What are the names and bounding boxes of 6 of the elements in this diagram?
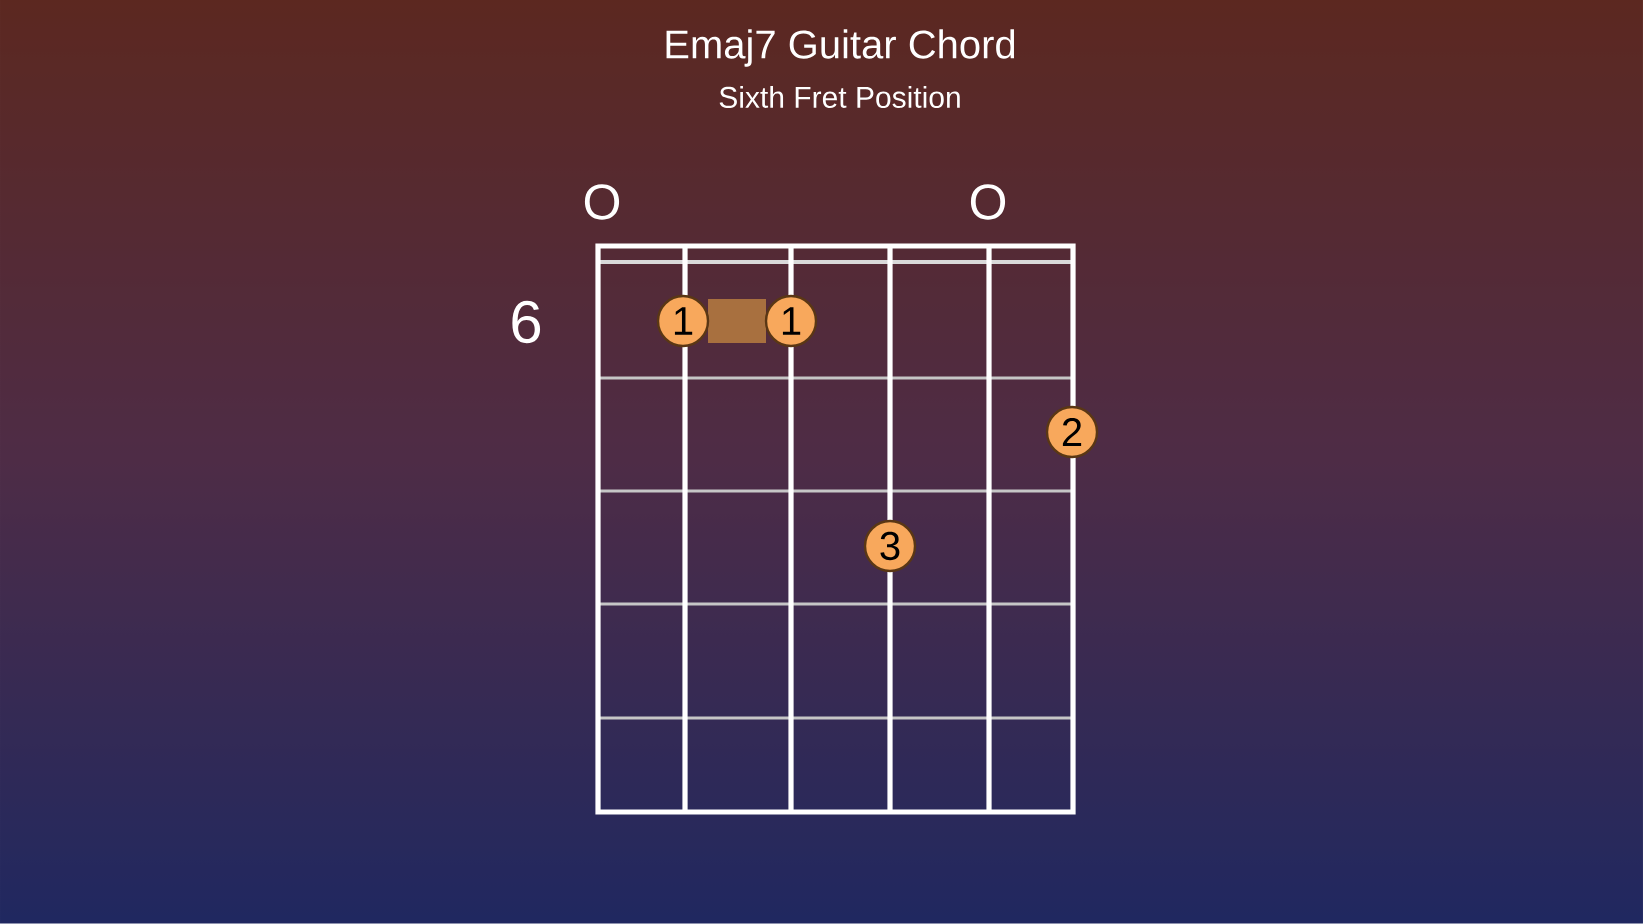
fret-number: 6 bbox=[512, 300, 541, 344]
title: Emaj7 Guitar Chord bbox=[666, 29, 1015, 67]
subtitle: Sixth Fret Position bbox=[719, 86, 960, 108]
open-string-mark: O bbox=[970, 184, 1006, 220]
open-string-mark: O bbox=[584, 184, 620, 220]
barre-bar bbox=[708, 299, 766, 343]
